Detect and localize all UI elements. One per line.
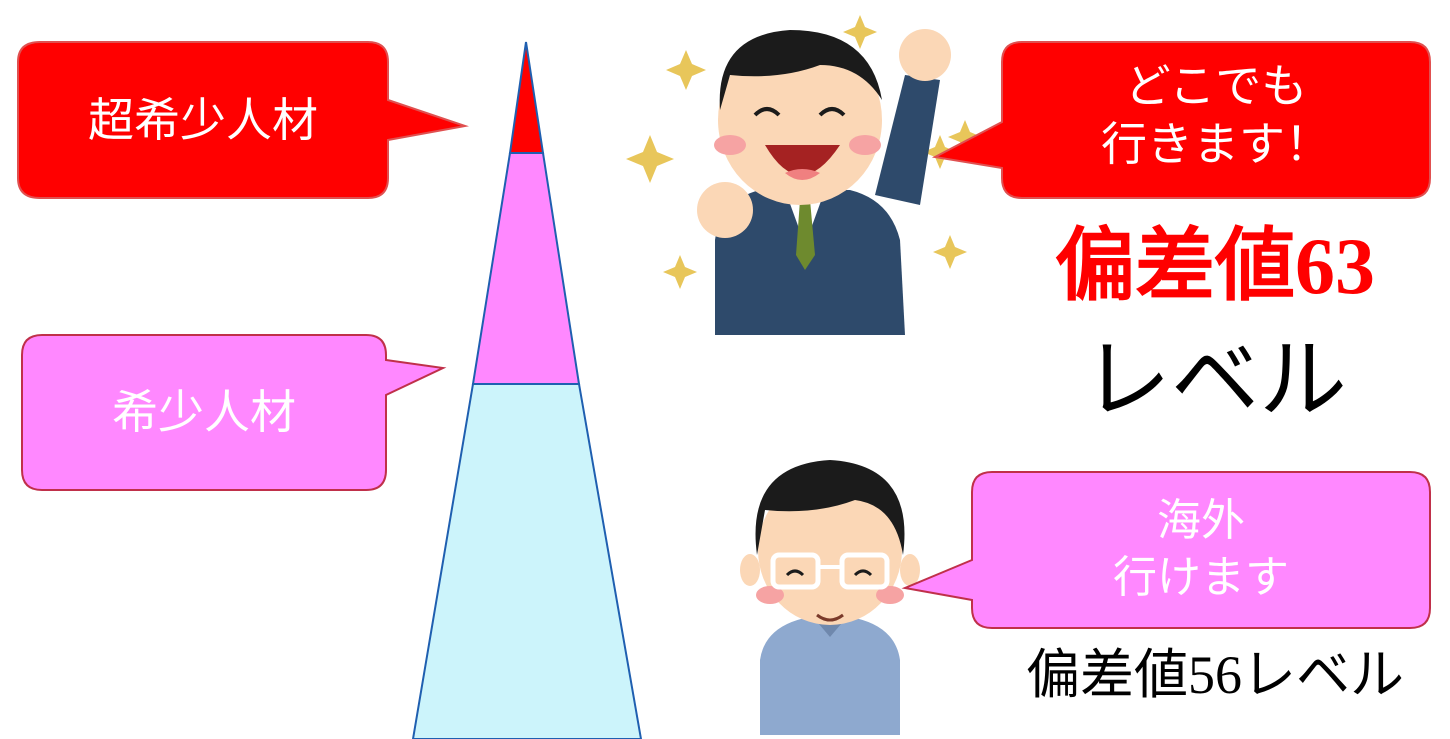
pyramid-tier-super-rare — [508, 41, 545, 154]
callout-rare-text: 希少人材 — [112, 385, 296, 440]
callout-bottom-person-text: 海外 行けます — [972, 492, 1430, 606]
top-level-number: 63 — [1295, 223, 1375, 311]
callout-bottom-person-line1: 海外 — [1157, 495, 1245, 546]
bottom-level-number: 56 — [1188, 645, 1242, 705]
cheering-businessman-icon — [626, 15, 982, 335]
smiling-man-glasses-icon — [740, 460, 920, 735]
top-level-suffix: レベル — [1082, 328, 1347, 431]
callout-bottom-person-line2: 行けます — [1113, 552, 1289, 604]
bottom-level-label: 偏差値56レベル — [990, 645, 1440, 705]
bottom-level-prefix: 偏差値 — [1026, 643, 1188, 706]
top-level-heading: 偏差値63 — [990, 226, 1440, 308]
callout-top-person-text: どこでも 行きます！ — [1002, 58, 1430, 173]
callout-super-rare-text: 超希少人材 — [88, 92, 318, 147]
callout-top-person-line2: 行きます！ — [1101, 116, 1331, 171]
callout-top-person-line1: どこでも — [1124, 59, 1308, 113]
top-level-prefix: 偏差値 — [1055, 219, 1295, 312]
bottom-level-suffix: レベル — [1242, 643, 1404, 706]
